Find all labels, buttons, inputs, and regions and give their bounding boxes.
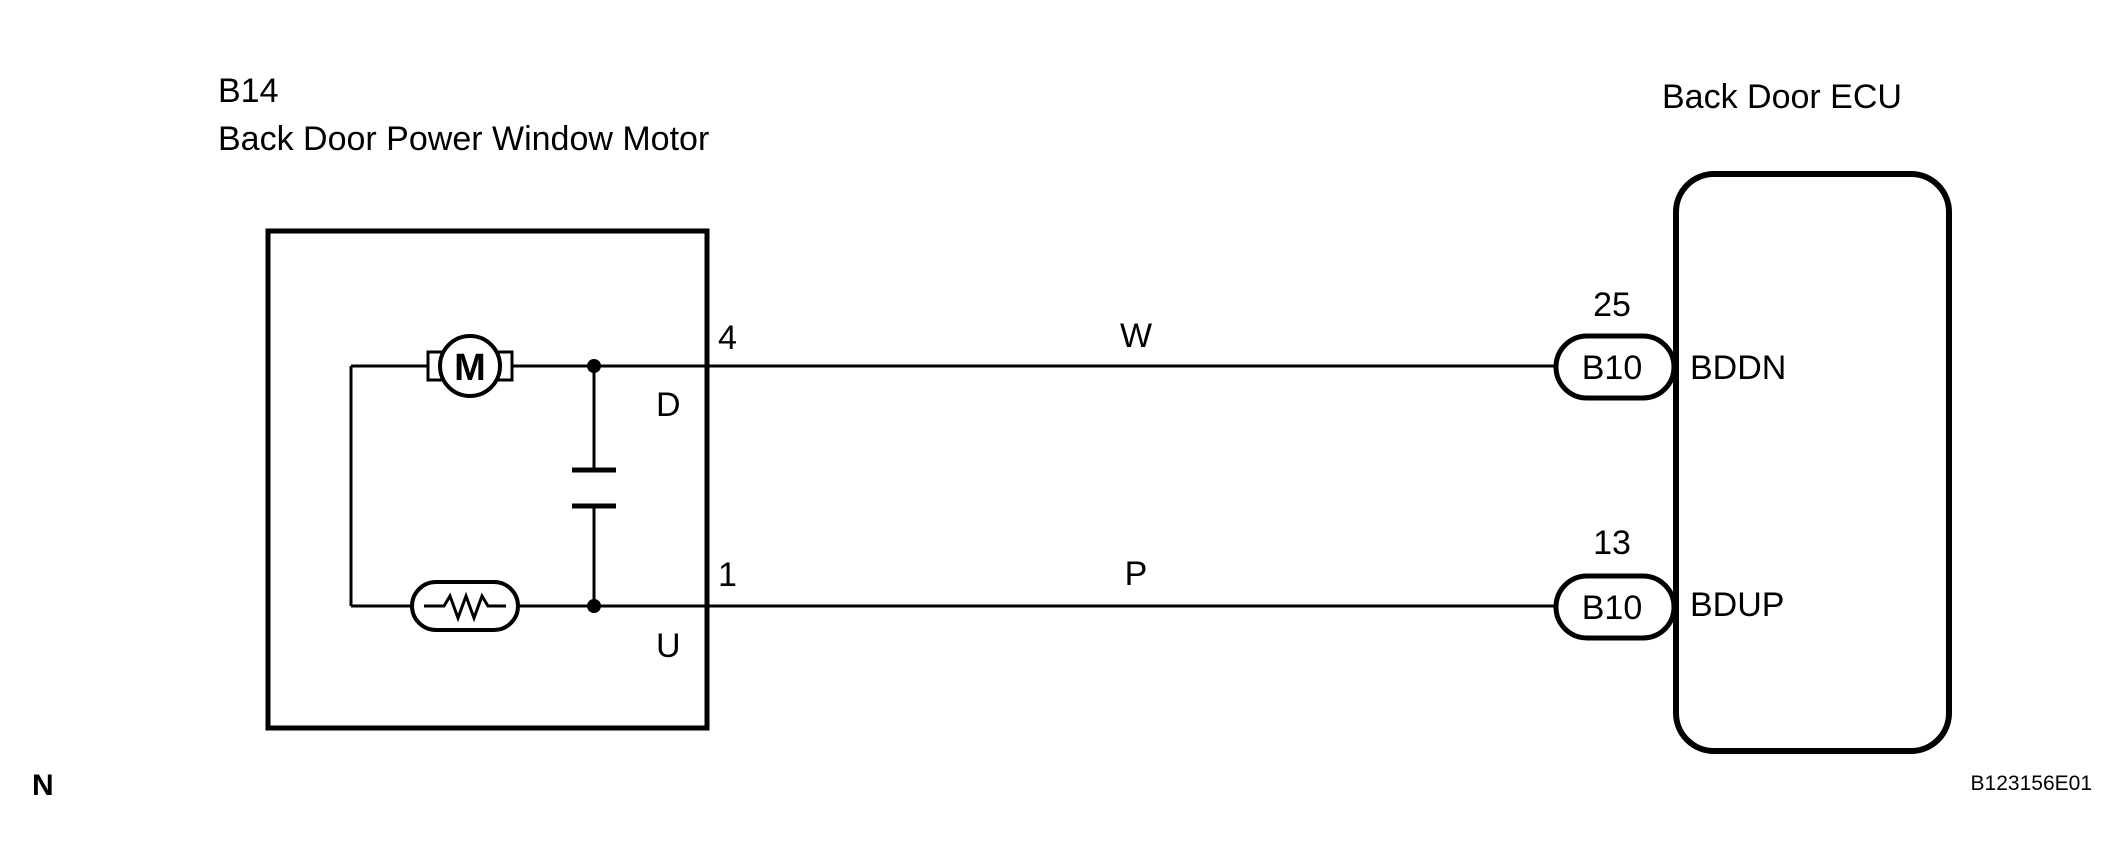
motor-pin-4: 4 (718, 319, 737, 357)
connector-b10-top-label: B10 (1582, 349, 1643, 387)
connector-b10-top (1553, 333, 1677, 401)
ecu-box (1673, 171, 1952, 754)
junction-dot-bottom (587, 599, 601, 613)
ecu-name: Back Door ECU (1662, 78, 1902, 116)
motor-terminal-u: U (656, 627, 681, 665)
connector-b10-bottom-label: B10 (1582, 589, 1643, 627)
motor-icon: M (426, 334, 514, 398)
motor-pin-1: 1 (718, 556, 737, 594)
motor-symbol-label: M (454, 347, 486, 389)
figure-code: B123156E01 (1971, 772, 2092, 795)
capacitor-icon (572, 467, 616, 509)
ecu-pin-25: 25 (1593, 286, 1631, 324)
motor-code: B14 (218, 72, 279, 110)
junction-dot-top (587, 359, 601, 373)
wire-color-w: W (1120, 317, 1152, 355)
ecu-pin-13: 13 (1593, 524, 1631, 562)
ecu-signal-bddn: BDDN (1690, 349, 1786, 387)
motor-internal-circuit (349, 364, 707, 608)
wire-color-p: P (1125, 555, 1148, 593)
motor-box (265, 228, 710, 731)
thermistor-icon (410, 580, 520, 632)
motor-name: Back Door Power Window Motor (218, 120, 709, 158)
connector-b10-bottom (1553, 573, 1677, 641)
footer-left-mark: N (32, 769, 54, 802)
ecu-signal-bdup: BDUP (1690, 586, 1784, 624)
motor-terminal-d: D (656, 386, 681, 424)
